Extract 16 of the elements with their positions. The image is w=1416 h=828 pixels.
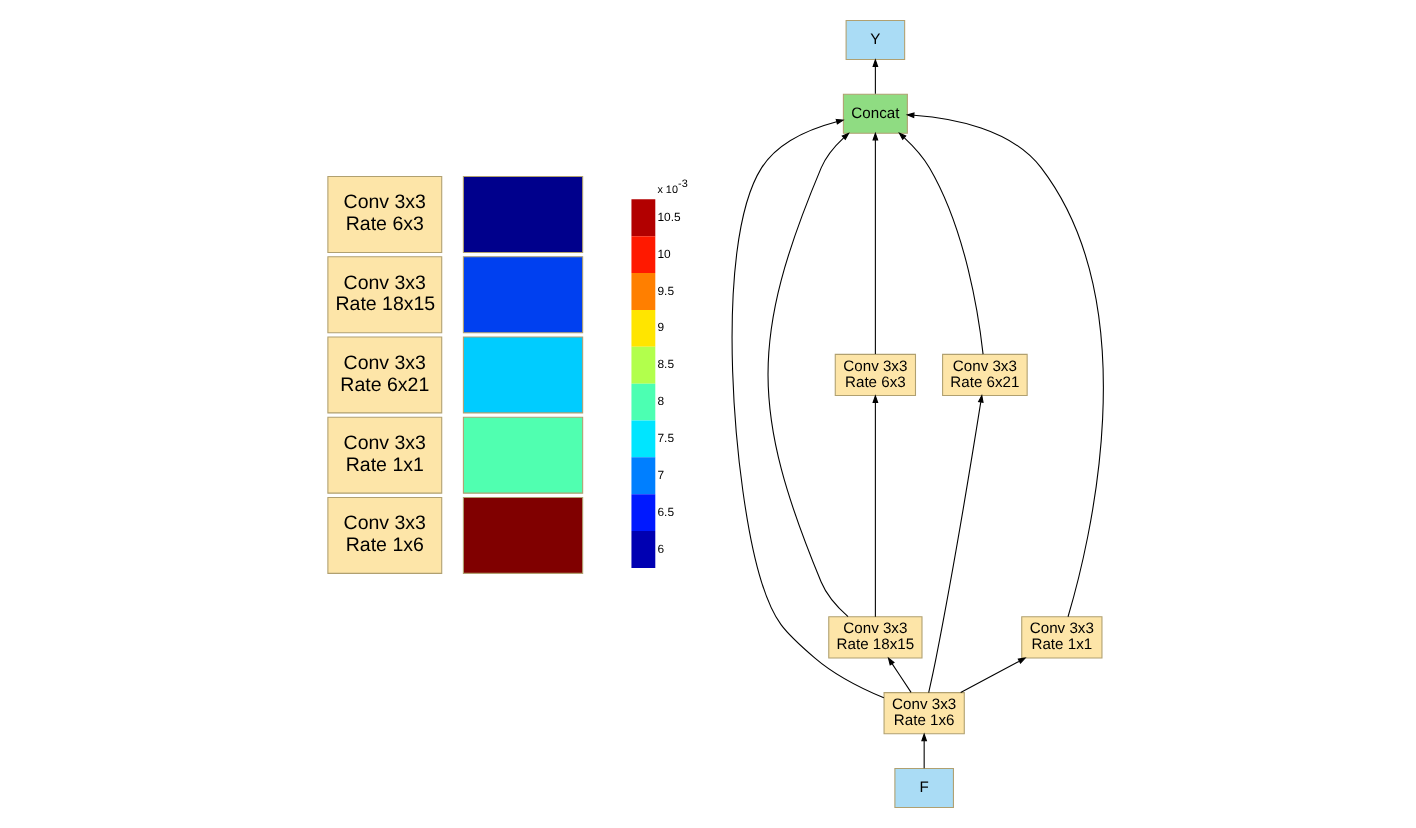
arrow [897, 132, 983, 355]
arrow [871, 58, 878, 95]
arrow [730, 118, 884, 699]
arrow [871, 394, 878, 618]
legend-label: Conv 3x3 Rate 1x1 [342, 433, 426, 477]
arrow [886, 656, 911, 693]
legend-label: Conv 3x3 Rate 1x6 [342, 513, 426, 558]
arrow [871, 131, 878, 355]
legend-label: Conv 3x3 Rate 6x3 [342, 192, 426, 237]
arrow [927, 393, 983, 694]
arrow [904, 112, 1103, 618]
legend-label: Conv 3x3 Rate 18x15 [334, 272, 435, 317]
legend-label: Conv 3x3 Rate 6x21 [339, 352, 429, 397]
arrow [959, 657, 1026, 694]
arrow [766, 132, 849, 618]
arrow [920, 732, 927, 769]
